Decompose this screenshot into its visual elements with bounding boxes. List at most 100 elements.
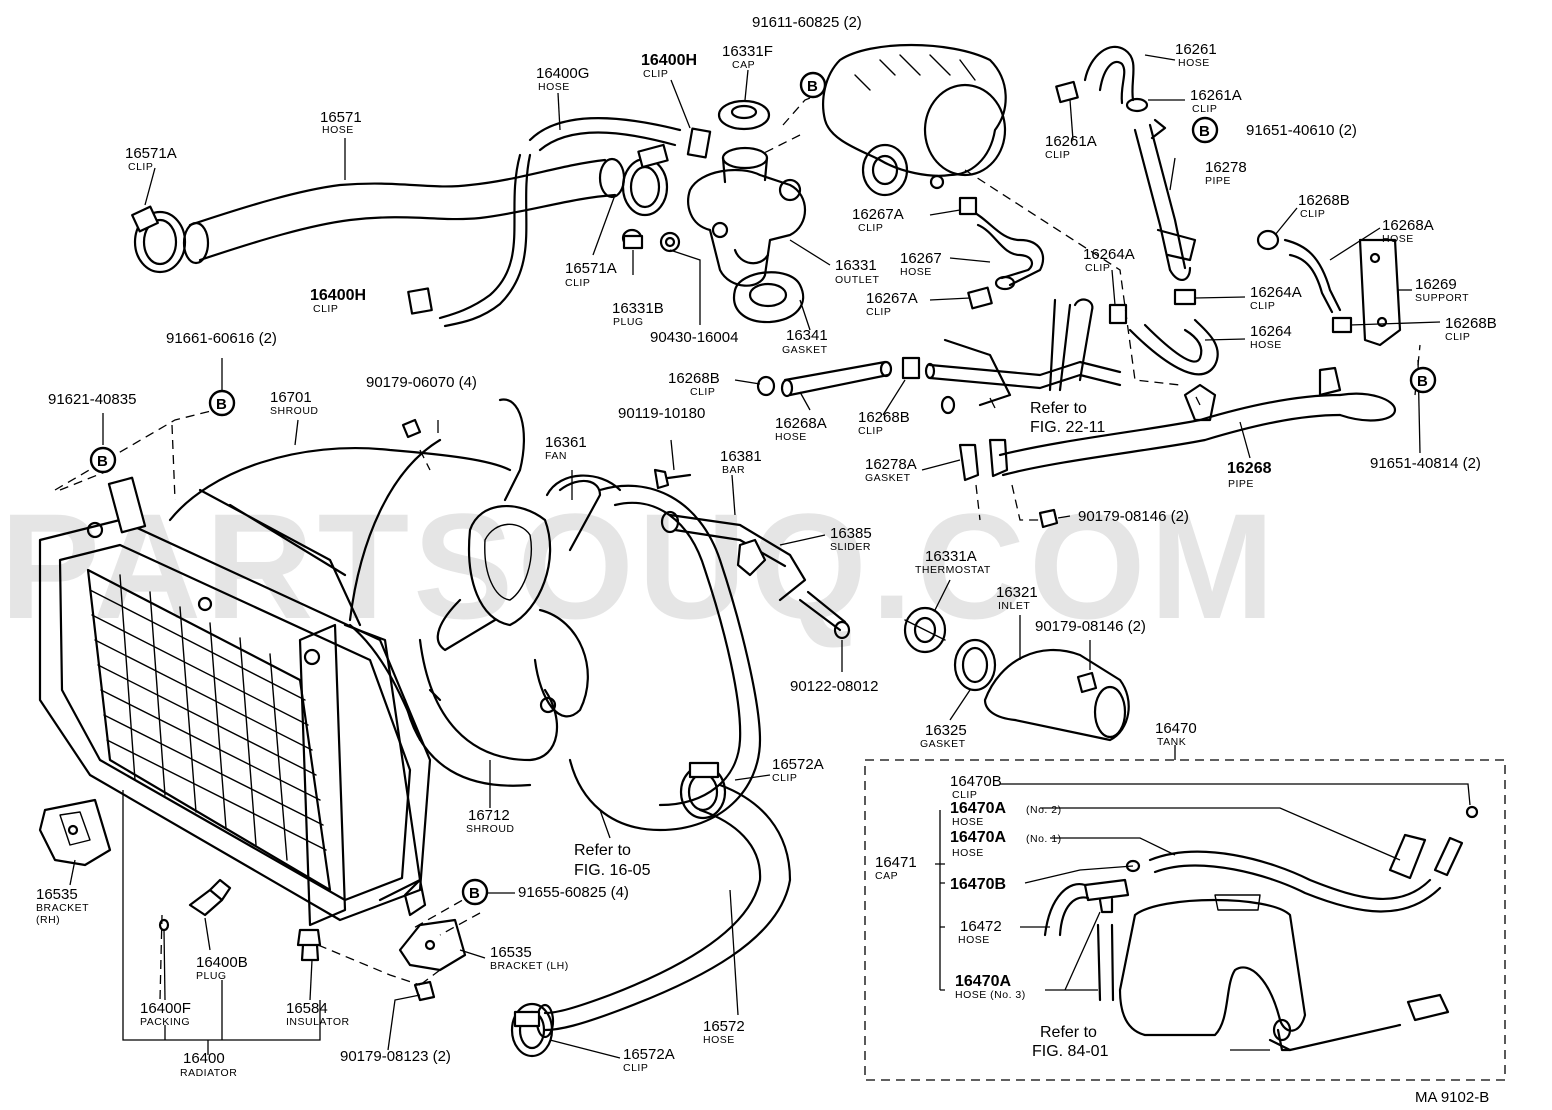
hose-16264[interactable] — [1128, 318, 1219, 376]
nut-90179-08146-b[interactable] — [1076, 671, 1098, 694]
hose-clip-16267a-lower[interactable] — [967, 286, 993, 310]
label-91621[interactable]: 91621-40835 — [48, 391, 136, 408]
nut-90179-06070[interactable] — [401, 418, 422, 439]
hose-clip-16268b-left[interactable] — [756, 375, 776, 397]
insulator-16584[interactable] — [296, 928, 322, 962]
bracket-rh[interactable] — [38, 798, 112, 867]
shroud-upper[interactable] — [168, 438, 512, 742]
nut-90179-08146-a[interactable] — [1038, 508, 1059, 529]
hose-clip-16261a-right[interactable] — [1125, 97, 1149, 113]
gasket-washer[interactable] — [659, 231, 681, 253]
hose-clip-16571a-mid[interactable] — [621, 143, 669, 217]
support-16269[interactable] — [1358, 238, 1402, 347]
hose-16268a-right[interactable] — [1283, 238, 1342, 314]
hose-clip-16572a-upper[interactable] — [679, 761, 727, 820]
label-91651-40814[interactable]: 91651-40814 (2) — [1370, 455, 1481, 472]
water-pipe-16278[interactable] — [1133, 118, 1197, 281]
reservoir-tank[interactable] — [1118, 894, 1307, 1037]
water-outlet[interactable] — [687, 146, 806, 287]
radiator[interactable] — [38, 476, 432, 927]
fan[interactable] — [436, 398, 622, 718]
label-16470a-no1[interactable]: 16470A(No. 1)HOSE — [950, 829, 1062, 859]
drain-plug-16400b[interactable] — [188, 878, 232, 917]
hose-clip-16571a-left[interactable] — [131, 205, 187, 274]
hose-clip-16572a-lower[interactable] — [510, 1002, 554, 1058]
outlet-gasket[interactable] — [732, 271, 805, 324]
bracket-lh[interactable] — [398, 918, 467, 972]
tank-hose-16470a-2[interactable] — [1388, 833, 1464, 880]
heater-hose-16261[interactable] — [1083, 45, 1135, 105]
label-16470a-no2[interactable]: 16470A(No. 2)HOSE — [950, 800, 1062, 828]
radiator-cap[interactable] — [717, 99, 771, 131]
bypass-hose[interactable] — [438, 116, 682, 328]
outlet-plug[interactable] — [621, 228, 644, 250]
shroud-lower[interactable] — [403, 638, 559, 787]
hose-16267[interactable] — [968, 208, 1045, 291]
tank-hose-16472[interactable] — [1043, 883, 1090, 937]
label-90179-08146-b[interactable]: 90179-08146 (2) — [1035, 618, 1146, 635]
hose-clip-16264a-left[interactable] — [1108, 303, 1128, 325]
label-90179-06070[interactable]: 90179-06070 (4) — [366, 374, 477, 391]
hose-16268a-left[interactable] — [780, 360, 893, 398]
bolt-90119[interactable] — [653, 468, 692, 490]
label-91611[interactable]: 91611-60825 (2) — [752, 14, 862, 31]
label-91655[interactable]: 91655-60825 (4) — [518, 884, 629, 901]
hose-clip-16267a-upper[interactable] — [958, 196, 978, 216]
hose-clip-16268b-right[interactable] — [1331, 316, 1353, 334]
slider-16385[interactable] — [736, 538, 767, 577]
thermostat[interactable] — [903, 606, 947, 654]
water-pipe-16268[interactable] — [924, 298, 1397, 477]
label-16470b-mid[interactable]: 16470B — [950, 876, 1006, 893]
label-91651-40610[interactable]: 91651-40610 (2) — [1246, 122, 1357, 139]
lower-hose[interactable] — [535, 783, 792, 1039]
tank-hose-16470a-1[interactable] — [1148, 850, 1442, 913]
tank-hose-16470a-3[interactable] — [1096, 923, 1115, 1002]
label-90122[interactable]: 90122-08012 — [790, 678, 878, 695]
gasket-16278a[interactable] — [958, 438, 1009, 482]
label-90179-08146-a[interactable]: 90179-08146 (2) — [1078, 508, 1189, 525]
bolt-90122[interactable] — [798, 590, 851, 640]
label-91661[interactable]: 91661-60616 (2) — [166, 330, 277, 347]
